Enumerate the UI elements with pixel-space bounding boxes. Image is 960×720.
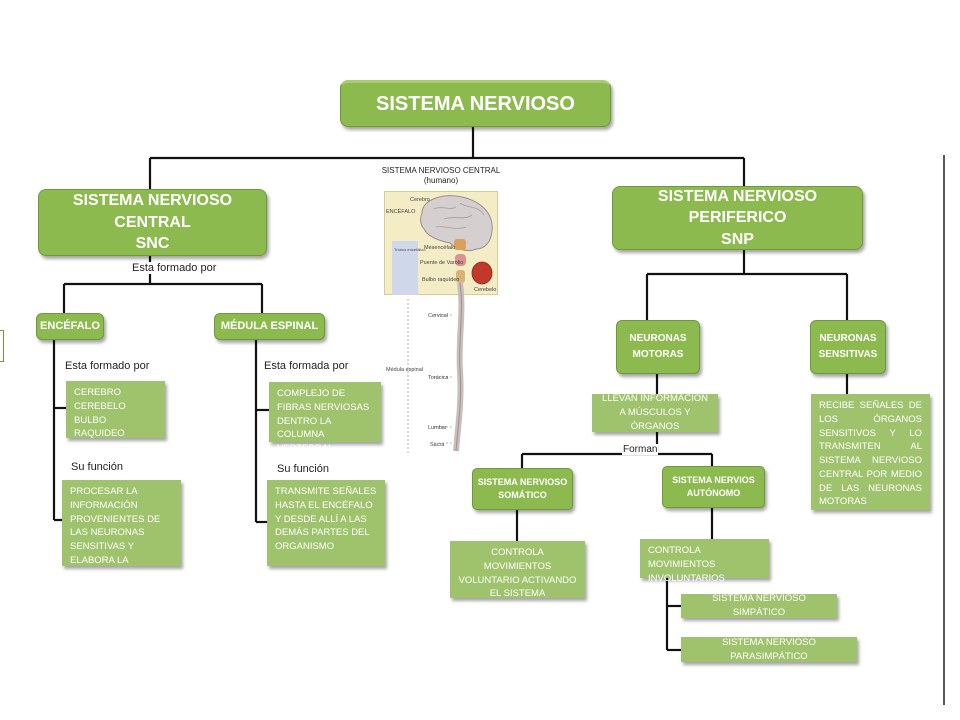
ill-cervical-label: Cervical xyxy=(428,313,448,319)
illustration-title-line2: (humano) xyxy=(423,176,459,185)
sensitivas-text-box: RECIBE SEÑALES DE LOS ÓRGANOS SENSITIVOS… xyxy=(811,394,930,510)
illustration-title: SISTEMA NERVIOSO CENTRAL (humano) xyxy=(381,166,501,186)
left-edge-fragment xyxy=(0,330,4,362)
medula-function-box: TRANSMITE SEÑALES HASTA EL ENCÉFALO Y DE… xyxy=(267,480,385,566)
encefalo-function-label: Su función xyxy=(70,461,124,473)
snp-title-line1: SISTEMA NERVIOSO PERIFERICO xyxy=(657,187,818,227)
snc-formed-label: Esta formado por xyxy=(131,262,218,274)
snc-node: SISTEMA NERVIOSO CENTRAL SNC xyxy=(38,189,267,256)
motoras-node: NEURONAS MOTORAS xyxy=(616,320,700,374)
somatico-title-line2: SOMÁTICO xyxy=(498,490,547,500)
root-node: SISTEMA NERVIOSO xyxy=(340,80,611,127)
ill-encefalo-label: ENCÉFALO xyxy=(386,208,416,215)
encefalo-formed-label: Esta formado por xyxy=(64,360,151,372)
ill-sacra-label: Sacra xyxy=(430,442,445,448)
snc-title-line1: SISTEMA NERVIOSO CENTRAL xyxy=(72,192,233,231)
brain-shape xyxy=(420,195,493,252)
sensitivas-node: NEURONAS SENSITIVAS xyxy=(810,320,886,374)
ill-mesencefalo-label: Mesencéfalo xyxy=(424,245,455,251)
autonomo-node: SISTEMA NERVIOS AUTÓNOMO xyxy=(662,466,765,508)
medula-formed-label: Esta formada por xyxy=(263,360,350,372)
ill-toracica-label: Torácica xyxy=(428,375,449,381)
forman-label: Forman xyxy=(622,444,659,455)
bulbo-shape xyxy=(456,270,465,283)
autonomo-title-line1: SISTEMA NERVIOS xyxy=(672,474,755,485)
snc-title-line2: SNC xyxy=(135,235,170,253)
medula-parts-box: COMPLEJO DE FIBRAS NERVIOSAS DENTRO LA C… xyxy=(269,382,381,454)
sensitivas-title-line2: SENSITIVAS xyxy=(818,349,878,360)
motoras-title-line1: NEURONAS xyxy=(629,333,687,344)
part-bulbo: BULBO RAQUIDEO xyxy=(74,414,125,440)
encefalo-title: ENCÉFALO xyxy=(40,319,100,332)
medula-title: MÉDULA ESPINAL xyxy=(220,319,319,332)
ill-lumbar-label: Lumbar xyxy=(428,425,447,431)
motoras-title-line2: MOTORAS xyxy=(632,349,684,360)
encefalo-function-box: PROCESAR LA INFORMACIÓN PROVENIENTES DE … xyxy=(62,480,181,566)
medula-function-label: Su función xyxy=(276,463,330,475)
parasimpatico-box: SISTEMA NERVIOSO PARASIMPÁTICO xyxy=(681,637,857,662)
somatico-node: SISTEMA NERVIOSO SOMÁTICO xyxy=(472,468,573,510)
nervous-system-illustration: ENCÉFALO Cerebro Tronco encefálico Mesen… xyxy=(386,195,496,453)
ill-cerebelo-label: Cerebelo xyxy=(474,287,496,293)
part-cerebro: CEREBRO xyxy=(74,387,121,398)
ill-tronco-label: Tronco encefálico xyxy=(394,247,426,252)
autonomo-title-line2: AUTÓNOMO xyxy=(686,488,741,498)
ill-cerebro-label: Cerebro xyxy=(410,197,430,203)
puente-shape xyxy=(455,254,466,266)
illustration-title-line1: SISTEMA NERVIOSO CENTRAL xyxy=(381,166,501,175)
snp-title-line2: SNP xyxy=(721,230,754,248)
cerebelo-shape xyxy=(471,261,493,285)
somatico-title-line1: SISTEMA NERVIOSO xyxy=(477,476,568,487)
somatico-text-box: CONTROLA MOVIMIENTOS VOLUNTARIO ACTIVAND… xyxy=(450,541,585,613)
mesencefalo-shape xyxy=(454,239,466,250)
sensitivas-title-line1: NEURONAS xyxy=(819,333,877,344)
part-cerebelo: CEREBELO xyxy=(74,400,126,412)
ill-puente-label: Puente de Varolio xyxy=(420,260,463,266)
snp-node: SISTEMA NERVIOSO PERIFERICO SNP xyxy=(612,186,863,250)
simpatico-box: SISTEMA NERVIOSO SIMPÁTICO xyxy=(681,593,837,618)
tronco-label-bg xyxy=(392,241,418,295)
root-title: SISTEMA NERVIOSO xyxy=(376,93,575,115)
medula-node: MÉDULA ESPINAL xyxy=(214,313,325,340)
encefalo-parts-box: CEREBRO CEREBELO BULBO RAQUIDEO xyxy=(66,381,165,439)
ill-bulbo-label: Bulbo raquídeo xyxy=(422,277,459,283)
ill-medula-label: Médula espinal xyxy=(386,367,423,373)
motoras-text-box: LLEVAN INFORMACIÓN A MÚSCULOS Y ÓRGANOS xyxy=(592,393,718,432)
encefalo-node: ENCÉFALO xyxy=(36,313,104,340)
autonomo-text-box: CONTROLA MOVIMIENTOS INVOLUNTARIOS xyxy=(640,539,769,584)
